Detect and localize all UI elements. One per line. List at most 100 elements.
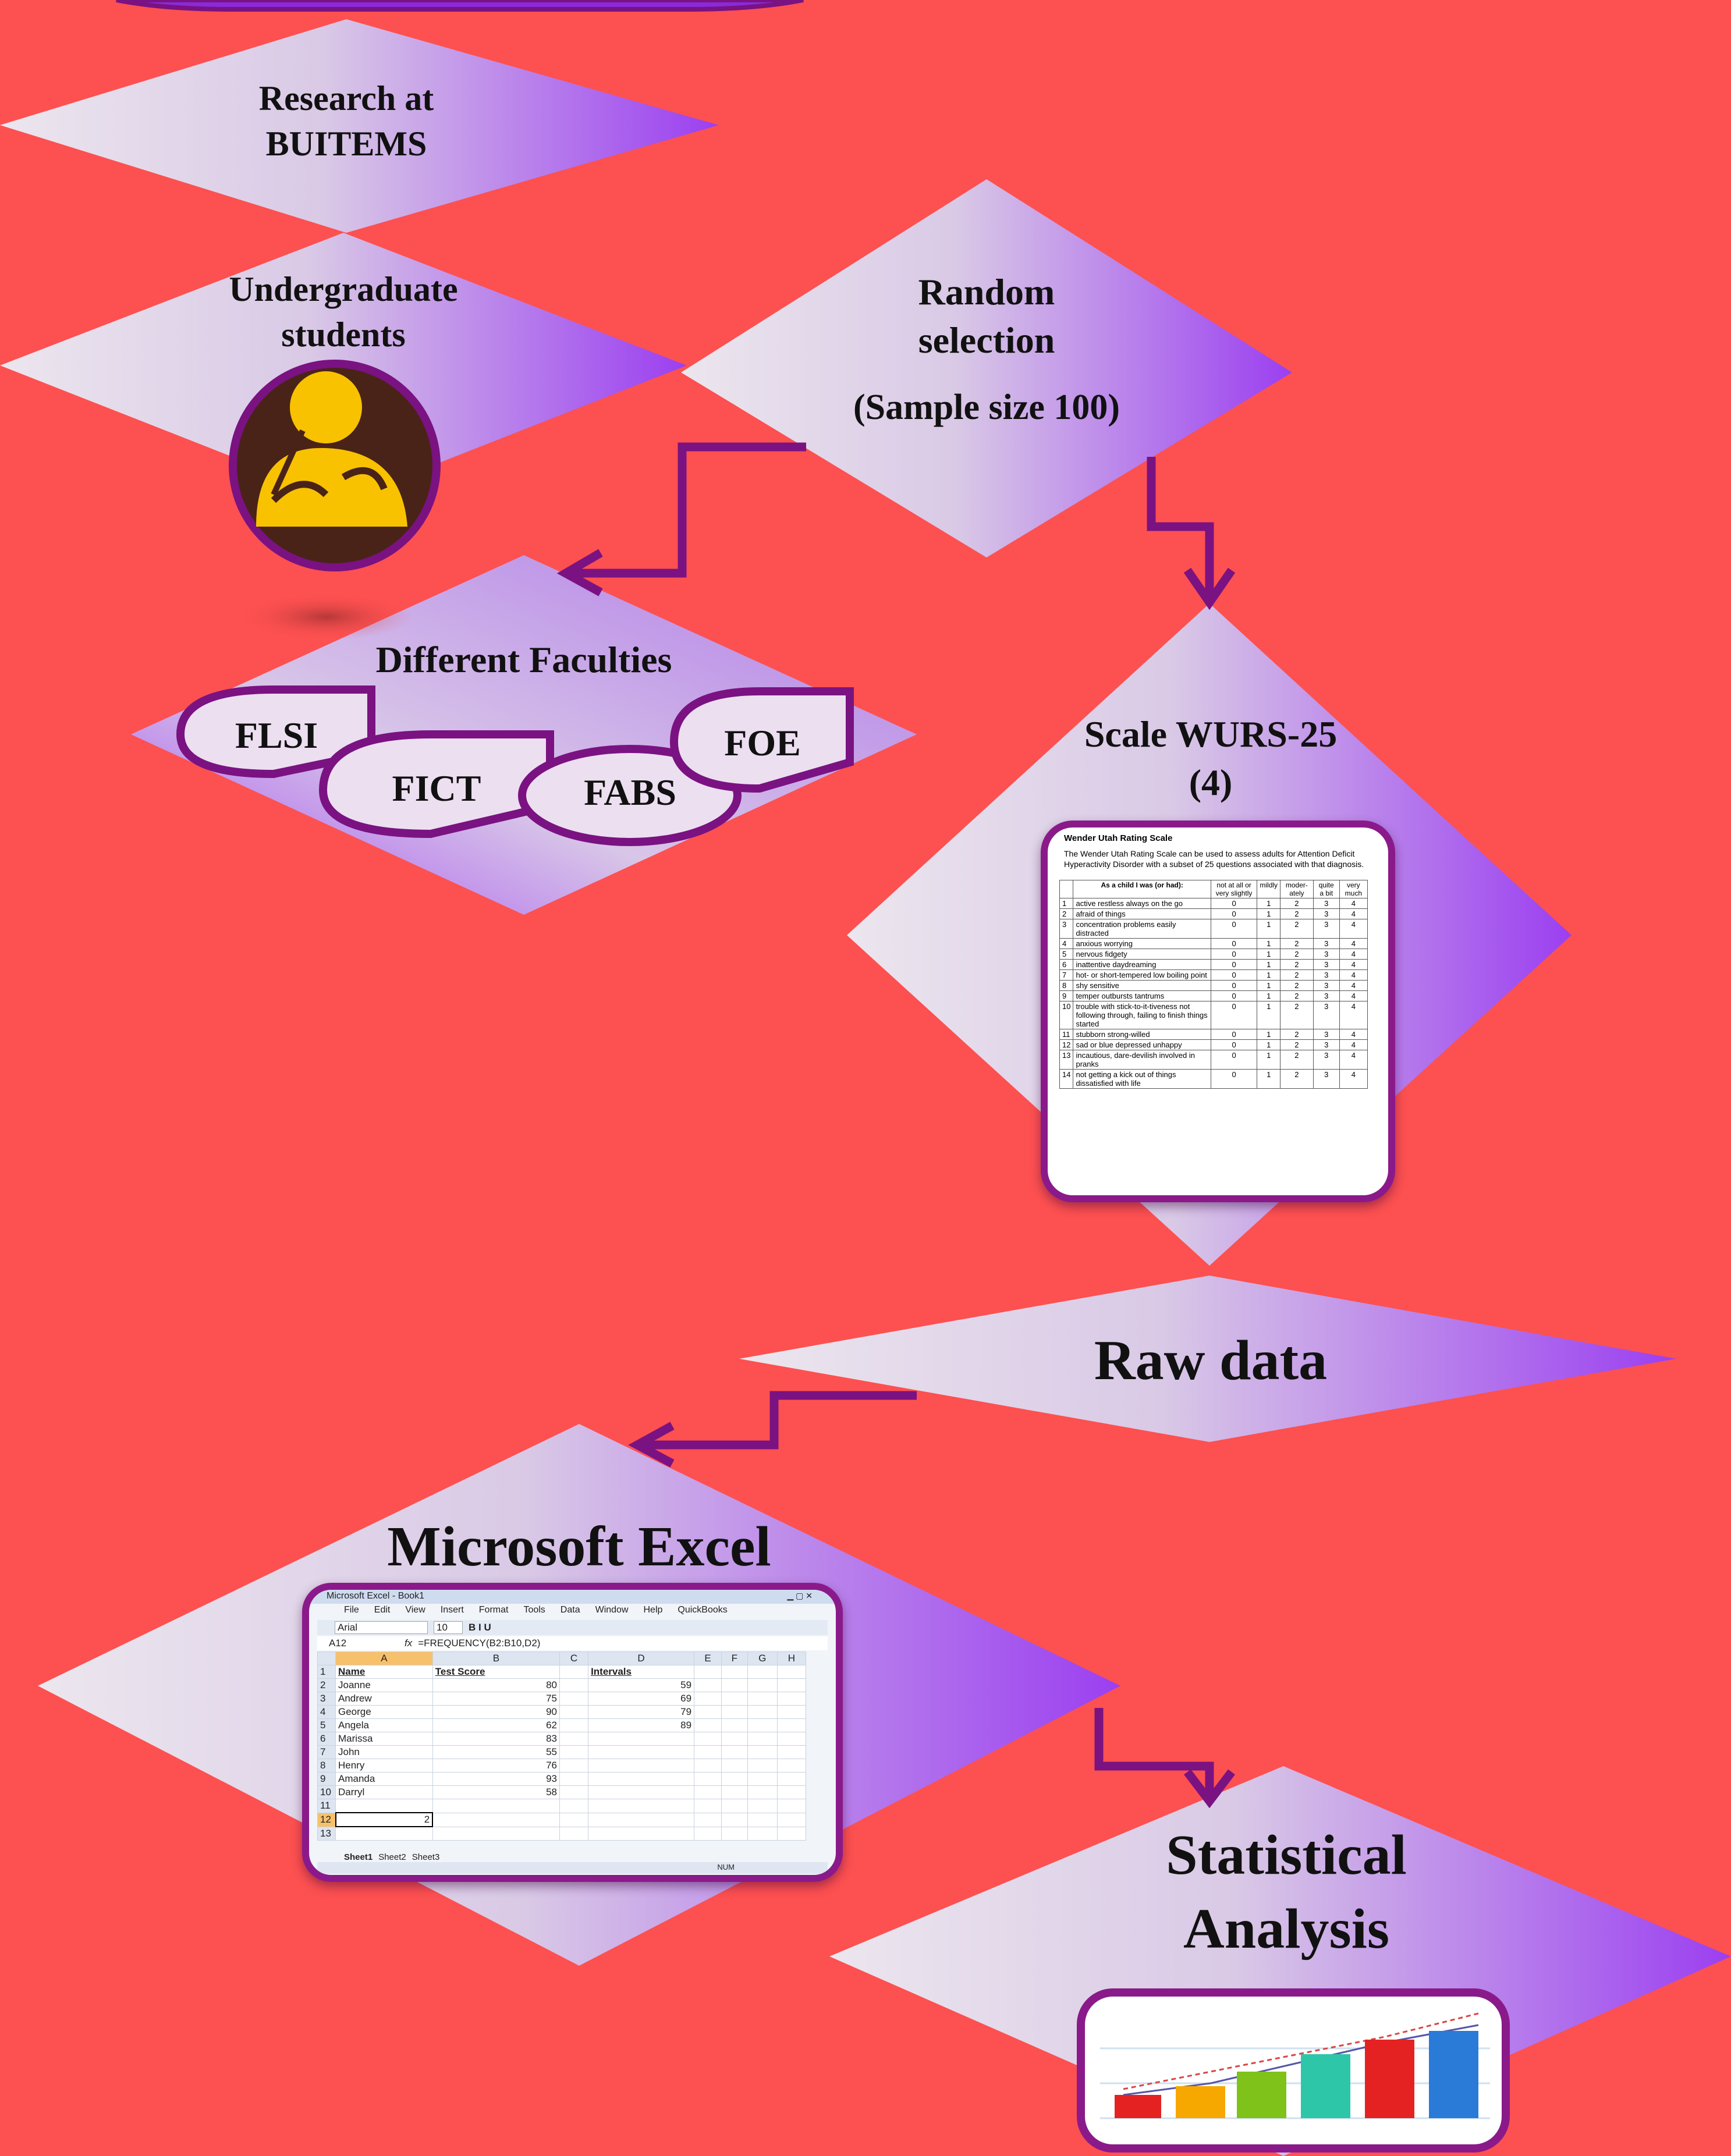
grid-cell[interactable]	[559, 1705, 589, 1719]
grid-cell[interactable]	[694, 1732, 722, 1746]
grid-cell[interactable]	[747, 1692, 778, 1706]
grid-cell[interactable]	[559, 1772, 589, 1786]
grid-cell[interactable]	[747, 1759, 778, 1773]
sheet-tab[interactable]: Sheet2	[378, 1852, 406, 1862]
grid-cell[interactable]	[721, 1665, 748, 1679]
grid-cell[interactable]: 76	[432, 1759, 561, 1773]
grid-cell[interactable]	[776, 1745, 807, 1759]
grid-cell[interactable]: George	[335, 1705, 433, 1719]
grid-cell[interactable]: Intervals	[588, 1665, 695, 1679]
grid-cell[interactable]	[721, 1678, 748, 1692]
grid-cell[interactable]	[776, 1692, 807, 1706]
menu-item[interactable]: Edit	[374, 1605, 391, 1615]
grid-cell[interactable]: 80	[432, 1678, 561, 1692]
grid-cell[interactable]	[776, 1759, 807, 1773]
grid-cell[interactable]	[776, 1812, 807, 1827]
grid-cell[interactable]	[559, 1785, 589, 1799]
menu-item[interactable]: Window	[595, 1605, 629, 1615]
menu-item[interactable]: Help	[643, 1605, 663, 1615]
grid-cell[interactable]: 62	[432, 1718, 561, 1732]
grid-cell[interactable]	[747, 1665, 778, 1679]
grid-cell[interactable]	[694, 1799, 722, 1813]
grid-cell[interactable]	[776, 1799, 807, 1813]
row-header[interactable]: 13	[317, 1826, 336, 1841]
name-box[interactable]: A12	[329, 1638, 347, 1649]
grid-cell[interactable]: Joanne	[335, 1678, 433, 1692]
grid-cell[interactable]	[588, 1745, 695, 1759]
grid-cell[interactable]: 58	[432, 1785, 561, 1799]
size-select[interactable]: 10	[434, 1621, 463, 1634]
grid-cell[interactable]: 79	[588, 1705, 695, 1719]
column-header[interactable]: B	[432, 1651, 561, 1665]
grid-cell[interactable]: 2	[335, 1812, 434, 1827]
grid-cell[interactable]	[694, 1812, 722, 1827]
row-header[interactable]: 11	[317, 1799, 336, 1813]
grid-cell[interactable]	[776, 1718, 807, 1732]
grid-cell[interactable]	[559, 1678, 589, 1692]
row-header[interactable]: 7	[317, 1745, 336, 1759]
row-header[interactable]: 1	[317, 1665, 336, 1679]
column-header[interactable]: G	[747, 1651, 778, 1665]
grid-cell[interactable]	[559, 1665, 589, 1679]
grid-cell[interactable]	[721, 1692, 748, 1706]
menu-item[interactable]: Data	[560, 1605, 580, 1615]
grid-cell[interactable]	[747, 1826, 778, 1841]
grid-cell[interactable]	[776, 1678, 807, 1692]
grid-cell[interactable]	[776, 1705, 807, 1719]
grid-cell[interactable]	[335, 1826, 433, 1841]
grid-cell[interactable]	[588, 1785, 695, 1799]
column-header[interactable]: H	[776, 1651, 807, 1665]
grid-cell[interactable]	[747, 1772, 778, 1786]
font-select[interactable]: Arial	[335, 1621, 428, 1634]
sheet-tab[interactable]: Sheet3	[412, 1852, 440, 1862]
grid-cell[interactable]: 59	[588, 1678, 695, 1692]
grid-cell[interactable]	[721, 1759, 748, 1773]
grid-cell[interactable]	[776, 1732, 807, 1746]
grid-cell[interactable]	[721, 1718, 748, 1732]
grid-cell[interactable]	[694, 1759, 722, 1773]
grid-cell[interactable]	[747, 1745, 778, 1759]
grid-cell[interactable]	[694, 1678, 722, 1692]
grid-cell[interactable]	[721, 1799, 748, 1813]
grid-cell[interactable]	[588, 1799, 695, 1813]
grid-cell[interactable]	[559, 1759, 589, 1773]
grid-cell[interactable]: 90	[432, 1705, 561, 1719]
grid-cell[interactable]	[747, 1732, 778, 1746]
grid-cell[interactable]	[776, 1772, 807, 1786]
grid-cell[interactable]	[432, 1799, 561, 1813]
grid-cell[interactable]: Darryl	[335, 1785, 433, 1799]
row-header[interactable]: 6	[317, 1732, 336, 1746]
grid-cell[interactable]: 93	[432, 1772, 561, 1786]
grid-cell[interactable]	[721, 1705, 748, 1719]
menu-item[interactable]: Format	[478, 1605, 509, 1615]
grid-cell[interactable]	[559, 1745, 589, 1759]
corner-cell[interactable]	[317, 1651, 336, 1665]
grid-cell[interactable]	[559, 1718, 589, 1732]
menu-item[interactable]: View	[405, 1605, 425, 1615]
grid-cell[interactable]: Marissa	[335, 1732, 433, 1746]
grid-cell[interactable]	[588, 1826, 695, 1841]
column-header[interactable]: D	[588, 1651, 695, 1665]
grid-cell[interactable]	[721, 1826, 748, 1841]
row-header[interactable]: 2	[317, 1678, 336, 1692]
grid-cell[interactable]	[776, 1665, 807, 1679]
grid-cell[interactable]	[432, 1812, 561, 1827]
grid-cell[interactable]	[747, 1705, 778, 1719]
grid-cell[interactable]: Amanda	[335, 1772, 433, 1786]
grid-cell[interactable]	[747, 1718, 778, 1732]
grid-cell[interactable]	[721, 1812, 748, 1827]
grid-cell[interactable]	[721, 1785, 748, 1799]
grid-cell[interactable]: John	[335, 1745, 433, 1759]
menu-item[interactable]: Insert	[440, 1605, 464, 1615]
grid-cell[interactable]	[721, 1745, 748, 1759]
grid-cell[interactable]: Andrew	[335, 1692, 433, 1706]
row-header[interactable]: 4	[317, 1705, 336, 1719]
grid-cell[interactable]	[694, 1718, 722, 1732]
grid-cell[interactable]	[559, 1799, 589, 1813]
grid-cell[interactable]	[588, 1732, 695, 1746]
grid-cell[interactable]	[694, 1785, 722, 1799]
grid-cell[interactable]	[694, 1772, 722, 1786]
grid-cell[interactable]	[335, 1799, 433, 1813]
grid-cell[interactable]	[588, 1772, 695, 1786]
row-header[interactable]: 3	[317, 1692, 336, 1706]
